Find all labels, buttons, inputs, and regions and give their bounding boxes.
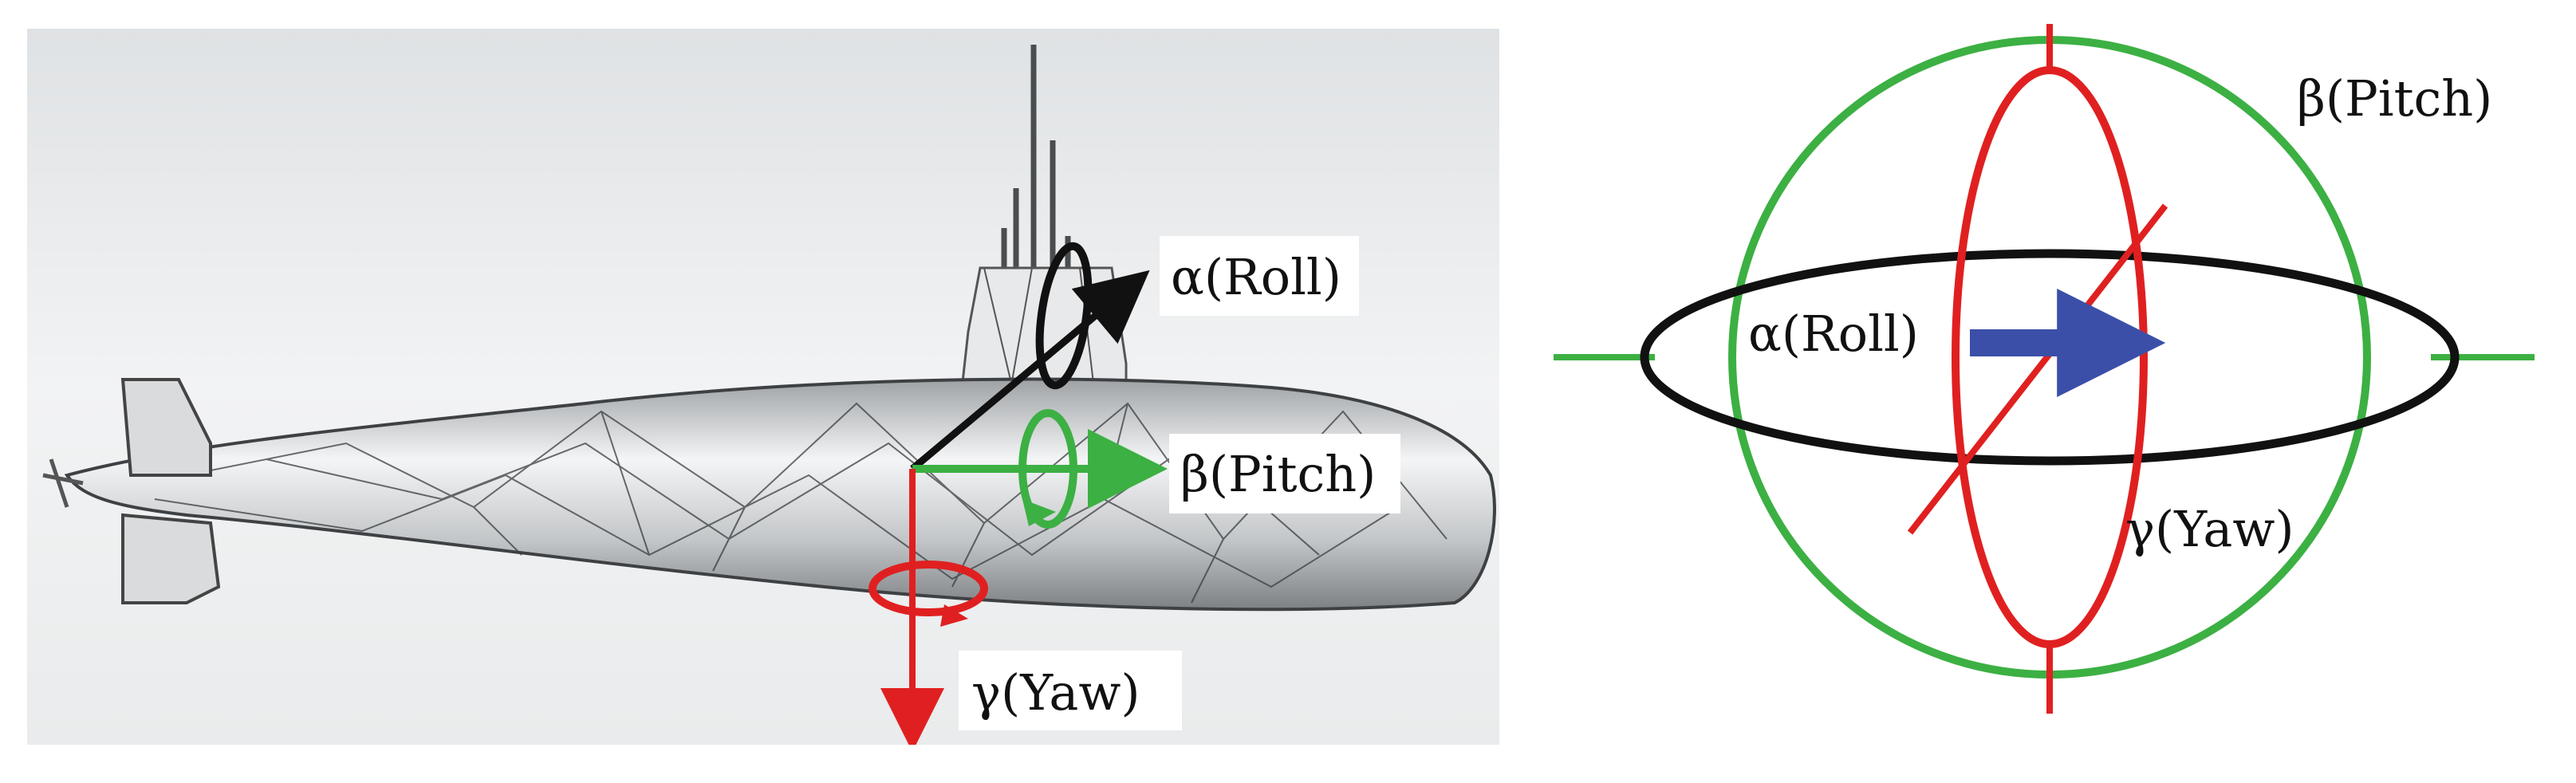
gimbal-roll-label: α(Roll) [1748, 305, 1919, 363]
roll-label-bg [1160, 236, 1359, 316]
gimbal-diagram: β(Pitch) α(Roll) γ(Yaw) [1554, 24, 2535, 714]
yaw-label-bg [959, 651, 1182, 730]
yaw-label: γ(Yaw) [971, 663, 1140, 722]
pitch-label: β(Pitch) [1180, 445, 1376, 503]
propeller [42, 458, 84, 508]
yaw-rotation-icon [869, 561, 988, 616]
yaw-diagonal-axis [1907, 203, 2168, 535]
roll-ring [1640, 249, 2460, 466]
pitch-label-bg [1169, 434, 1400, 513]
gimbal-panel: β(Pitch) α(Roll) γ(Yaw) [1539, 0, 2576, 783]
periscope-masts [1001, 45, 1071, 292]
gimbal-pitch-label: β(Pitch) [2297, 69, 2492, 128]
gimbal-yaw-label: γ(Yaw) [2125, 500, 2294, 558]
submarine-diagram: α(Roll) β(Pitch) γ(Yaw) [27, 29, 1499, 745]
pitch-axis [912, 409, 1168, 529]
submarine-panel: α(Roll) β(Pitch) γ(Yaw) [27, 29, 1499, 745]
roll-axis [910, 242, 1150, 472]
roll-label: α(Roll) [1171, 248, 1341, 306]
pitch-rotation-icon [1018, 409, 1077, 529]
yaw-axis [869, 469, 988, 745]
tail-fins [120, 378, 221, 604]
roll-rotation-icon [1035, 242, 1093, 390]
